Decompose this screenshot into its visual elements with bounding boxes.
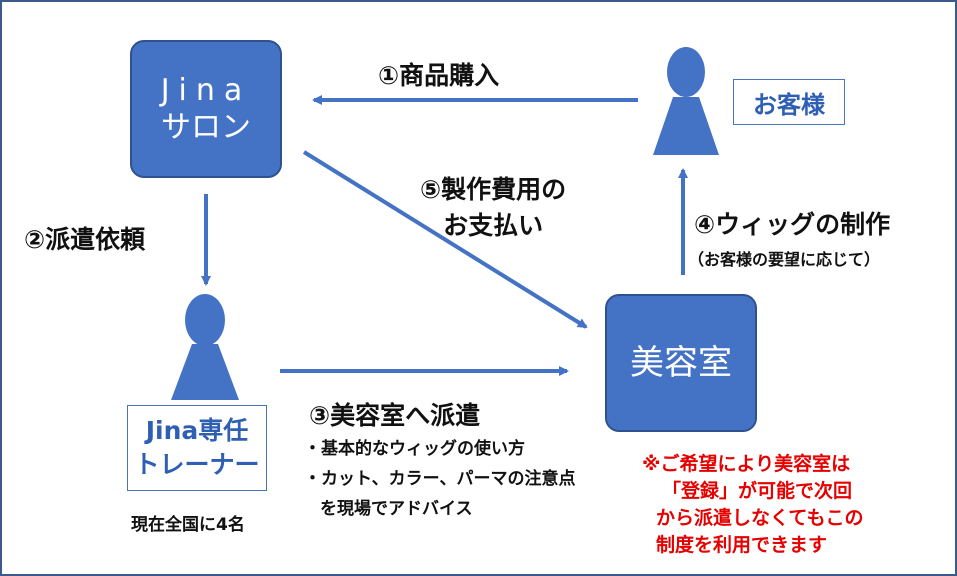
- customer-person-icon: [653, 47, 719, 155]
- beauty-salon-label: 美容室: [630, 342, 732, 383]
- jina-salon-line2: サロン: [161, 110, 251, 145]
- step1-purchase-label: ①商品購入: [378, 61, 500, 90]
- arrow-payment: [302, 150, 588, 329]
- step3-bullet-3: を現場でアドバイス: [320, 499, 473, 519]
- step3-bullet-2: ・カット、カラー、パーマの注意点: [304, 469, 576, 489]
- step4-title: ④ウィッグの制作: [694, 210, 891, 239]
- customer-label: お客様: [733, 79, 845, 125]
- step4-subtitle: （お客様の要望に応じて）: [688, 250, 881, 269]
- jina-salon-line1: Jina: [160, 72, 252, 108]
- trainer-count-note: 現在全国に4名: [131, 515, 245, 535]
- registration-note-line4: 制度を利用できます: [656, 533, 828, 556]
- trainer-label-line1: Jina専任: [145, 416, 249, 446]
- step5-payment-label: ⑤製作費用の お支払い: [420, 172, 566, 245]
- step3-title: ③美容室へ派遣: [309, 401, 481, 430]
- step5-line1: ⑤製作費用の: [420, 175, 567, 204]
- trainer-label: Jina専任 トレーナー: [127, 405, 267, 491]
- registration-note: ※ご希望により美容室は 「登録」が可能で次回 から派遣しなくてもこの 制度を利用…: [642, 451, 863, 559]
- trainer-person-icon: [171, 294, 239, 400]
- jina-salon-box: Jina サロン: [130, 40, 282, 178]
- step5-line2: お支払い: [443, 211, 544, 241]
- step2-dispatch-request-label: ②派遣依頼: [24, 225, 146, 254]
- beauty-salon-box: 美容室: [605, 294, 757, 432]
- registration-note-line2: 「登録」が可能で次回: [662, 479, 853, 502]
- step3-bullet-1: ・基本的なウィッグの使い方: [304, 439, 525, 459]
- registration-note-line3: から派遣しなくてもこの: [656, 506, 864, 529]
- trainer-label-line2: トレーナー: [134, 450, 260, 479]
- customer-label-text: お客様: [753, 90, 825, 119]
- registration-note-line1: ※ご希望により美容室は: [642, 453, 851, 475]
